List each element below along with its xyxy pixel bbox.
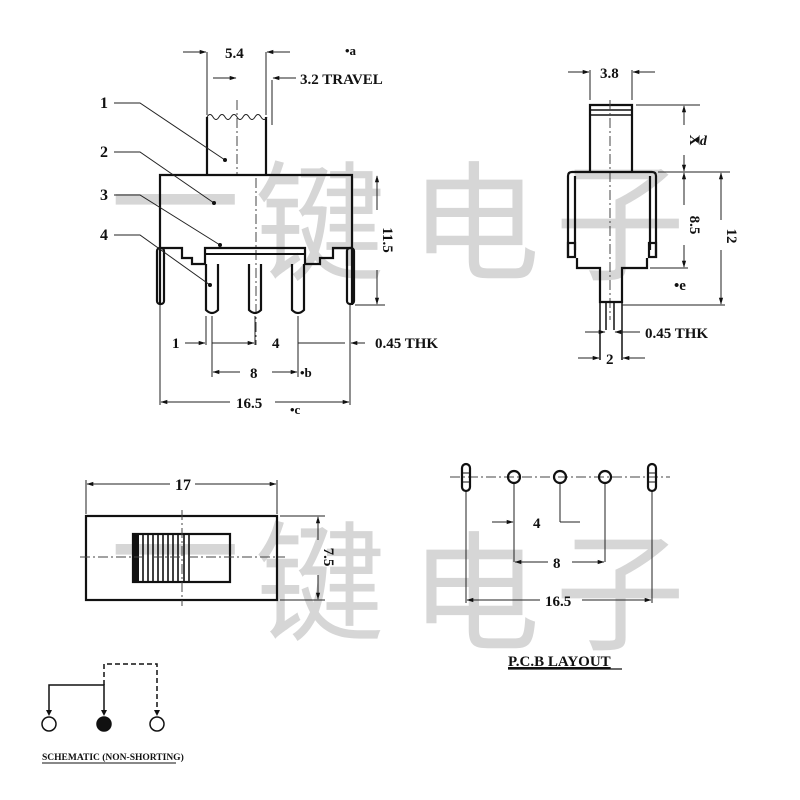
terminal-common-icon (96, 716, 112, 732)
callout-3: 3 (100, 187, 108, 204)
watermark-char: 一 (110, 129, 240, 281)
dim-actuator-width: 5.4 (225, 46, 244, 62)
dim-width: 7.5 (320, 548, 336, 567)
watermark-char: 键 (255, 149, 385, 301)
dim-pin-pitch: 4 (272, 336, 280, 352)
watermark-char: 子 (555, 519, 685, 671)
dim-body-height-side: 8.5 (686, 216, 702, 235)
watermark-char: 电 (410, 149, 540, 301)
note-d: •d (695, 134, 708, 149)
dim-pcb-span-inner: 8 (553, 556, 561, 572)
schematic: SCHEMATIC (NON-SHORTING) (41, 663, 184, 764)
top-view: 17 7.5 (80, 477, 336, 606)
dim-overall-width: 16.5 (236, 396, 262, 412)
dim-pcb-span-outer: 16.5 (545, 594, 571, 610)
dim-actuator-height: X (686, 135, 702, 146)
note-c: •c (290, 402, 301, 417)
dim-overall-height: 12 (723, 229, 739, 244)
dim-pin-thickness: 0.45 THK (375, 336, 438, 352)
dim-body-height: 11.5 (379, 227, 395, 252)
pcb-layout-title: P.C.B LAYOUT (508, 654, 611, 670)
pcb-layout: 4 8 16.5 P.C.B LAYOUT (450, 462, 670, 670)
callout-2: 2 (100, 144, 108, 161)
terminal-open-icon (149, 716, 165, 732)
front-view: 1 2 3 4 5.4 •a 3.2 TRAVEL 11.5 (100, 43, 438, 417)
terminal-open-icon (41, 716, 57, 732)
dim-pin-offset: 1 (172, 336, 180, 352)
dim-pin-thickness-side: 0.45 THK (645, 326, 708, 342)
note-e: •e (674, 278, 686, 294)
dim-pcb-pitch: 4 (533, 516, 541, 532)
watermark-char: 键 (255, 509, 385, 661)
note-a: •a (345, 43, 357, 58)
schematic-title: SCHEMATIC (NON-SHORTING) (42, 752, 184, 763)
dim-pin-span: 8 (250, 366, 258, 382)
watermark-char: 子 (555, 149, 685, 301)
dim-pin-width: 2 (606, 352, 614, 368)
dim-length: 17 (175, 477, 191, 494)
side-view: 3.8 X •d 8.5 •e 12 0.45 THK 2 (566, 66, 739, 368)
dim-actuator-width-side: 3.8 (600, 66, 619, 82)
callout-1: 1 (100, 95, 108, 112)
callout-4: 4 (100, 227, 108, 244)
dim-travel: 3.2 TRAVEL (300, 72, 383, 88)
watermark: 一 键 电 子 一 键 电 子 (110, 129, 685, 671)
note-b: •b (300, 365, 312, 380)
watermark-char: 电 (410, 519, 540, 671)
watermark-char: 一 (110, 479, 240, 631)
